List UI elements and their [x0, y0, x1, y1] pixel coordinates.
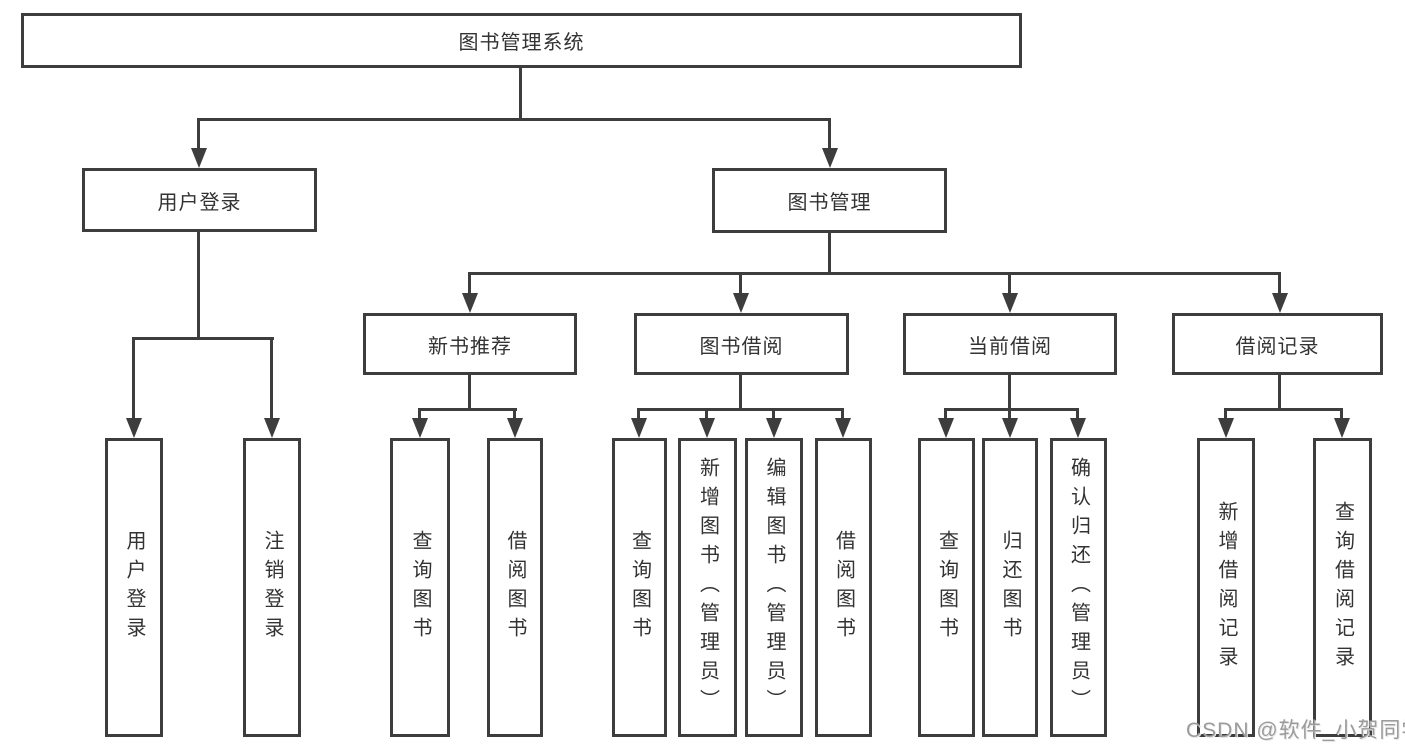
- leaf-return-book-label: 归还图书: [999, 529, 1021, 646]
- edge-leaf-stem: [513, 408, 516, 421]
- arrow-down-icon: [699, 418, 715, 438]
- leaf-add-book-admin: 新增图书（管理员）: [678, 438, 737, 737]
- edge-leaf-stem: [1008, 408, 1011, 421]
- arrow-down-icon: [412, 418, 428, 438]
- leaf-query-books-3: 查询图书: [918, 438, 975, 737]
- arrow-down-icon: [822, 148, 838, 168]
- leaf-edit-book-admin-label: 编辑图书（管理员）: [763, 457, 785, 718]
- edge-level3-bar: [469, 272, 1281, 275]
- leaf-query-books-1: 查询图书: [390, 438, 450, 737]
- node-borrow-records-label: 借阅记录: [1235, 335, 1320, 358]
- arrow-down-icon: [1070, 418, 1086, 438]
- edge-leaf-stem: [637, 408, 640, 421]
- leaf-borrow-books-2: 借阅图书: [815, 438, 872, 737]
- leaf-borrow-books-1-label: 借阅图书: [504, 529, 526, 646]
- arrow-down-icon: [191, 148, 207, 168]
- leaf-user-login-label: 用户登录: [123, 529, 145, 646]
- node-root: 图书管理系统: [21, 13, 1022, 68]
- edge-user-login-stem: [197, 118, 200, 151]
- edge-borrowrecords-bar: [1224, 408, 1343, 411]
- node-book-borrow-label: 图书借阅: [699, 335, 784, 358]
- edge-borrowrecords-down: [1278, 375, 1281, 411]
- leaf-user-login: 用户登录: [105, 438, 163, 737]
- edge-leaf-stem: [841, 408, 844, 421]
- leaf-query-books-2: 查询图书: [612, 438, 667, 737]
- arrow-down-icon: [835, 418, 851, 438]
- node-book-borrow: 图书借阅: [634, 313, 849, 375]
- edge-book-mgmt-down: [828, 233, 831, 275]
- node-book-management-label: 图书管理: [787, 192, 872, 214]
- arrow-down-icon: [1272, 293, 1288, 313]
- edge-level1-bar: [198, 118, 831, 121]
- edge-leaf-stem: [705, 408, 708, 421]
- leaf-query-books-2-label: 查询图书: [628, 529, 651, 646]
- edge-leaf-stem: [1076, 408, 1079, 421]
- edge-level3-stem: [468, 272, 471, 294]
- edge-level3-stem: [739, 272, 742, 294]
- arrow-down-icon: [1218, 418, 1234, 438]
- node-borrow-records: 借阅记录: [1172, 313, 1383, 375]
- edge-newbook-down: [468, 375, 471, 411]
- leaf-query-books-1-label: 查询图书: [409, 529, 431, 646]
- node-book-management: 图书管理: [712, 168, 947, 233]
- arrow-down-icon: [126, 418, 142, 438]
- leaf-add-book-admin-label: 新增图书（管理员）: [696, 457, 719, 718]
- watermark-text: CSDN @软件_小贺同学: [1186, 719, 1405, 742]
- edge-leaf-stem: [772, 408, 775, 421]
- arrow-down-icon: [1334, 418, 1350, 438]
- leaf-query-books-3-label: 查询图书: [935, 529, 958, 646]
- arrow-down-icon: [507, 418, 523, 438]
- edge-leaf-stem: [1340, 408, 1343, 421]
- node-user-login-label: 用户登录: [157, 191, 242, 214]
- edge-root-stem: [519, 68, 522, 118]
- leaf-confirm-return-admin: 确认归还（管理员）: [1050, 438, 1107, 737]
- leaf-query-borrow-record-label: 查询借阅记录: [1331, 500, 1354, 675]
- leaf-query-borrow-record: 查询借阅记录: [1313, 438, 1372, 737]
- arrow-down-icon: [1002, 293, 1018, 313]
- edge-leaf-stem: [132, 337, 135, 421]
- node-new-book-recommend-label: 新书推荐: [428, 335, 512, 358]
- arrow-down-icon: [766, 418, 782, 438]
- edge-bookborrow-bar: [637, 408, 844, 411]
- edge-user-login-bar: [132, 337, 274, 340]
- node-user-login: 用户登录: [82, 168, 317, 232]
- edge-book-mgmt-stem: [828, 118, 831, 151]
- leaf-add-borrow-record: 新增借阅记录: [1197, 438, 1255, 737]
- edge-leaf-stem: [270, 337, 273, 421]
- edge-leaf-stem: [1224, 408, 1227, 421]
- edge-level3-stem: [1278, 272, 1281, 294]
- leaf-logout: 注销登录: [243, 438, 301, 737]
- edge-newbook-bar: [418, 408, 517, 411]
- node-new-book-recommend: 新书推荐: [363, 313, 577, 375]
- leaf-borrow-books-1: 借阅图书: [487, 438, 543, 737]
- edge-currentborrow-down: [1008, 375, 1011, 411]
- node-current-borrow: 当前借阅: [903, 313, 1117, 375]
- leaf-add-borrow-record-label: 新增借阅记录: [1215, 500, 1237, 675]
- leaf-borrow-books-2-label: 借阅图书: [832, 529, 855, 646]
- edge-leaf-stem: [944, 408, 947, 421]
- leaf-edit-book-admin: 编辑图书（管理员）: [745, 438, 803, 737]
- edge-currentborrow-bar: [944, 408, 1079, 411]
- node-current-borrow-label: 当前借阅: [968, 335, 1052, 358]
- arrow-down-icon: [631, 418, 647, 438]
- arrow-down-icon: [264, 418, 280, 438]
- edge-bookborrow-down: [739, 375, 742, 411]
- edge-leaf-stem: [418, 408, 421, 421]
- arrow-down-icon: [462, 293, 478, 313]
- edge-user-login-down: [197, 232, 200, 340]
- arrow-down-icon: [938, 418, 954, 438]
- arrow-down-icon: [1002, 418, 1018, 438]
- leaf-return-book: 归还图书: [982, 438, 1038, 737]
- arrow-down-icon: [733, 293, 749, 313]
- edge-level3-stem: [1008, 272, 1011, 294]
- node-root-label: 图书管理系统: [458, 32, 585, 54]
- leaf-confirm-return-admin-label: 确认归还（管理员）: [1067, 457, 1090, 718]
- leaf-logout-label: 注销登录: [261, 529, 283, 646]
